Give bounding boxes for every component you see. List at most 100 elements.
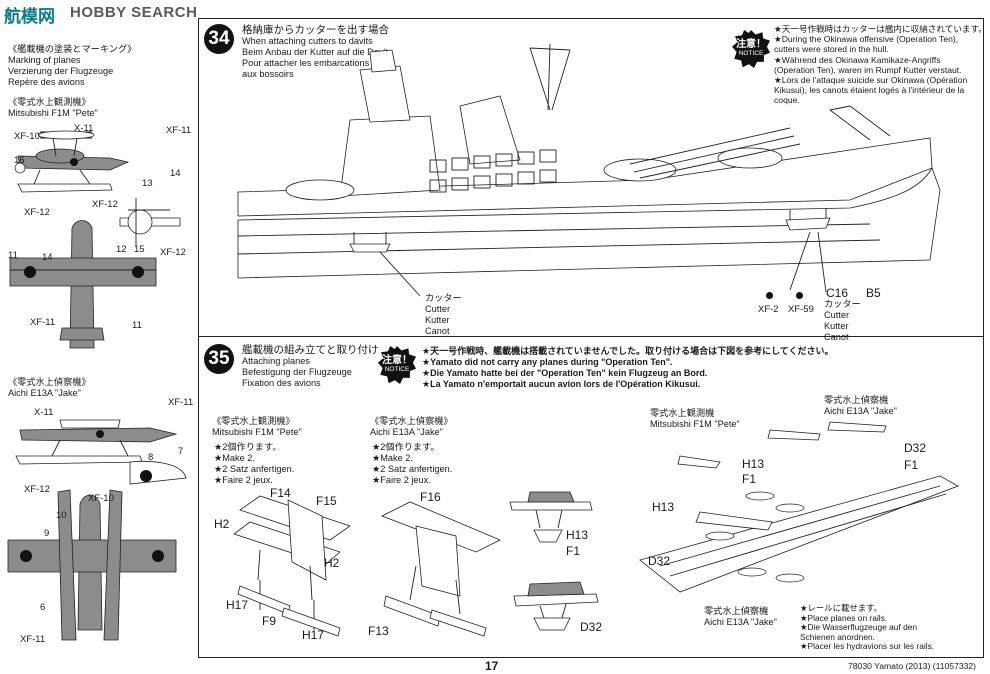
cutter-label-jp: カッター xyxy=(824,299,861,309)
jake-label-x11: X-11 xyxy=(34,407,54,418)
make-note-line: ★2 Satz anfertigen. xyxy=(372,464,453,474)
part-b5: B5 xyxy=(866,286,881,300)
notice-line: ★天一号作戦時はカッターは艦内に収納されています。 xyxy=(774,24,987,34)
pete-title-jp: 《零式水上観測機》 xyxy=(8,97,91,107)
step-35-text: 艦載機の組み立てと取り付け Attaching planes Befestigu… xyxy=(242,344,379,389)
notice-line: ★During the Okinawa offensive (Operation… xyxy=(774,34,959,45)
pete-part-h2-a: H2 xyxy=(214,517,230,531)
step-34-text-fr1: Pour attacher les embarcations xyxy=(242,58,370,68)
cutter-callout-right: カッター Cutter Kutter Canot xyxy=(824,299,861,343)
step-35-text-jp: 艦載機の組み立てと取り付け xyxy=(242,344,379,356)
notice-line: ★Die Yamato hatte bei der "Operation Ten… xyxy=(422,368,708,378)
step-35-text-en: Attaching planes xyxy=(242,356,310,366)
rails-note: ★レールに載せます。 ★Place planes on rails. ★Die … xyxy=(800,603,935,652)
notice-line: Kikusui), les canots étaient logés à l'i… xyxy=(774,85,965,96)
step-34-number: 34 xyxy=(204,24,234,54)
jake-assembly-title: 《零式水上偵察機》 Aichi E13A "Jake" xyxy=(370,416,453,438)
pete-label-x11: X-11 xyxy=(74,123,94,134)
marking-header-fr: Repère des avions xyxy=(8,77,85,87)
pete-make-note: ★2個作ります。 ★Make 2. ★2 Satz anfertigen. ★F… xyxy=(214,442,294,486)
paint-xf59: XF-59 xyxy=(788,304,814,315)
make-note-line: ★2個作ります。 xyxy=(372,442,440,452)
pete-label-xf12-b: XF-12 xyxy=(92,199,118,210)
pete-num-14-b: 14 xyxy=(42,252,53,263)
step-34-text-fr2: aux bossoirs xyxy=(242,69,294,79)
jake-part-f13: F13 xyxy=(368,624,389,638)
pete-label-xf12-a: XF-12 xyxy=(24,207,50,218)
jake-num-7: 7 xyxy=(178,446,184,457)
rails-note-line: ★Placer les hydravions sur les rails. xyxy=(800,641,935,652)
jake-label-xf10: XF-10 xyxy=(88,493,114,504)
pete-num-13: 13 xyxy=(142,178,153,189)
pete-title-en: Mitsubishi F1M "Pete" xyxy=(8,108,98,118)
jake-side-view xyxy=(7,419,187,641)
step-34-text-jp: 格納庫からカッターを出す場合 xyxy=(242,24,389,36)
rails-jake-label-en: Aichi E13A "Jake" xyxy=(824,406,897,416)
notice-sub: NOTICE xyxy=(384,366,410,373)
jake-assembly-title-en: Aichi E13A "Jake" xyxy=(370,427,443,437)
product-code: 78030 Yamato (2013) (11057332) xyxy=(848,661,977,671)
watermark-search-text: HOBBY SEARCH xyxy=(70,4,198,21)
rails-note-line: Schienen anordnen. xyxy=(800,631,875,642)
battleship-illustration xyxy=(237,43,941,297)
cutter-label-de: Kutter xyxy=(425,315,450,325)
jake-num-9: 9 xyxy=(44,528,50,539)
watermark-logo: 航模网 xyxy=(4,7,55,26)
pete-num-11-b: 11 xyxy=(132,320,142,331)
pete-label-xf11-b: XF-11 xyxy=(30,317,56,328)
make-note-line: ★Faire 2 jeux. xyxy=(372,475,431,485)
pete-part-h17-b: H17 xyxy=(302,628,325,642)
paint-xf2: XF-2 xyxy=(758,304,779,315)
pete-label-xf11-a: XF-11 xyxy=(166,125,192,136)
jake-make-note: ★2個作ります。 ★Make 2. ★2 Satz anfertigen. ★F… xyxy=(372,442,452,486)
pete-assembly-title-jp: 《零式水上観測機》 xyxy=(212,416,295,426)
pete-num-16: 16 xyxy=(14,155,25,166)
make-note-line: ★Make 2. xyxy=(372,453,413,463)
make-note-line: ★Faire 2 jeux. xyxy=(214,475,273,485)
pete-num-15: 15 xyxy=(134,244,145,255)
jake-assembly-title-jp: 《零式水上偵察機》 xyxy=(370,416,453,426)
pete-marking-title: 《零式水上観測機》 Mitsubishi F1M "Pete" xyxy=(8,97,98,119)
column-divider xyxy=(198,18,199,658)
part-c16: C16 xyxy=(826,286,849,300)
jake-num-6: 6 xyxy=(40,602,46,613)
notice-line: cutters were stored in the hull. xyxy=(774,44,889,55)
rails-part-f1-a: F1 xyxy=(904,458,919,472)
rails-part-d32-b: D32 xyxy=(648,554,671,568)
rails-note-line: ★Place planes on rails. xyxy=(800,612,888,623)
marking-header-de: Verzierung der Flugzeuge xyxy=(8,66,114,76)
jake-assembly-drawing xyxy=(381,501,501,637)
notice-line: ★La Yamato n'emportait aucun avion lors … xyxy=(422,379,701,389)
make-note-line: ★Make 2. xyxy=(214,453,255,463)
rails-note-line: ★レールに載せます。 xyxy=(800,603,883,613)
make-note-line: ★2個作ります。 xyxy=(214,442,282,452)
jake-part-f16: F16 xyxy=(420,490,441,504)
notice-line: coque. xyxy=(774,95,800,106)
pete-num-12: 12 xyxy=(116,244,127,255)
center-plane-drawings xyxy=(509,491,599,631)
pete-part-f15: F15 xyxy=(316,494,337,508)
rails-note-line: ★Die Wasserflugzeuge auf den xyxy=(800,622,918,633)
rails-pete-label: 零式水上観測機 Mitsubishi F1M "Pete" xyxy=(650,408,740,430)
step-35-number: 35 xyxy=(204,344,234,374)
jake-num-10: 10 xyxy=(56,510,67,521)
notice-title: 注意！ xyxy=(736,39,766,50)
make-note-line: ★2 Satz anfertigen. xyxy=(214,464,295,474)
cutter-label-fr: Canot xyxy=(425,326,450,336)
notice-line: ★Lors de l'attaque suicide sur Okinawa (… xyxy=(774,75,968,86)
paint-dot-xf2 xyxy=(766,292,773,299)
step-34-text-de: Beim Anbau der Kutter auf die Davits xyxy=(242,47,393,57)
notice-sub: NOTICE xyxy=(738,50,764,57)
center-part-h13: H13 xyxy=(566,528,589,542)
rails-jake-label-jp: 零式水上偵察機 xyxy=(824,395,889,405)
notice-title: 注意！ xyxy=(382,355,412,366)
pete-num-11-a: 11 xyxy=(8,250,18,261)
rails-pete-label-en: Mitsubishi F1M "Pete" xyxy=(650,419,740,429)
rails-pete-label-jp: 零式水上観測機 xyxy=(650,408,715,418)
pete-part-h2-b: H2 xyxy=(324,556,340,570)
center-part-d32: D32 xyxy=(580,620,603,634)
rails-jake-label-top: 零式水上偵察機 Aichi E13A "Jake" xyxy=(824,395,897,417)
jake-num-8: 8 xyxy=(148,452,154,463)
step-35-notice-text: ★天一号作戦時、艦載機は搭載されていませんでした。取り付ける場合は下図を参考にし… xyxy=(422,346,834,390)
step-35-notice-badge: 注意！ NOTICE xyxy=(378,346,416,384)
